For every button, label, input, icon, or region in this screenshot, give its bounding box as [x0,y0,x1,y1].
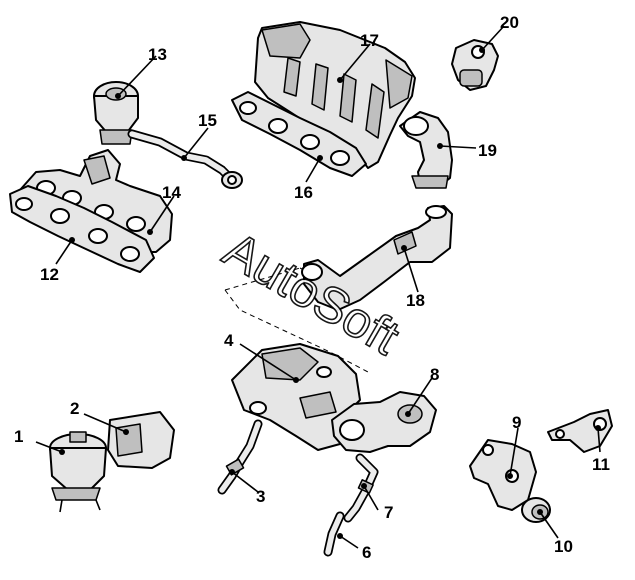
mounting-bracket [469,439,537,511]
callout-19: 19 [478,141,497,160]
exhaust-gasket [9,185,155,273]
support-bracket [547,409,613,453]
callout-20: 20 [500,13,519,32]
egr-pipe [127,129,243,189]
leader-lines [35,25,601,549]
callout-15: 15 [198,111,217,130]
watermark-text: AutoSoft [214,221,408,365]
coolant-pipe [217,419,263,495]
callout-12: 12 [40,265,59,284]
callout-10: 10 [554,537,573,556]
vacuum-valve [49,431,107,513]
throttle-body [231,343,361,451]
intercooler-hose [301,205,453,311]
callout-13: 13 [148,45,167,64]
callout-16: 16 [294,183,313,202]
callout-7: 7 [384,503,393,522]
solenoid-cover [107,411,175,469]
callout-9: 9 [512,413,521,432]
callout-6: 6 [362,543,371,562]
callout-8: 8 [430,365,439,384]
callout-1: 1 [14,427,23,446]
callout-14: 14 [162,183,181,202]
callout-18: 18 [406,291,425,310]
callout-2: 2 [70,399,79,418]
outlet-elbow [331,391,437,453]
callout-3: 3 [256,487,265,506]
hose-six [323,511,345,557]
intake-elbow [399,111,453,189]
intake-gasket [231,91,367,177]
egr-solenoid [451,39,499,91]
callout-4: 4 [224,331,234,350]
hose-seven [343,453,379,523]
callout-17: 17 [360,31,379,50]
intake-manifold [254,21,416,169]
callout-11: 11 [592,455,610,474]
bushing [521,497,551,523]
callout-labels: 1 2 3 4 6 7 8 9 10 11 12 13 14 15 16 17 … [14,13,610,562]
